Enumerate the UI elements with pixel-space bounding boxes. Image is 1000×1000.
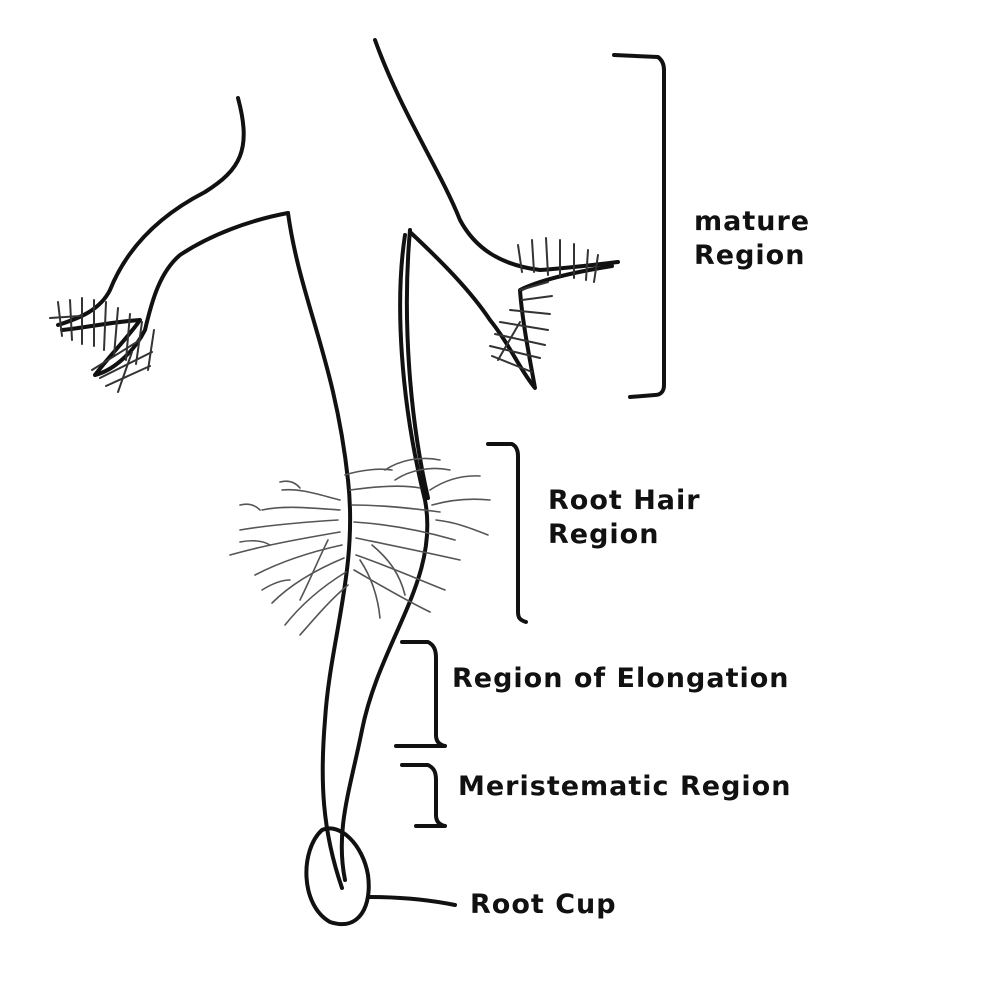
upper-left-hairs [49, 297, 155, 393]
main-root-inner-line [404, 228, 430, 500]
main-root-right-outline [339, 233, 430, 882]
label-meristematic-region: Meristematic Region [458, 771, 792, 802]
bracket-meristematic [400, 763, 447, 828]
label-region-of-elongation: Region of Elongation [452, 663, 790, 694]
bracket-root-hair [486, 442, 528, 624]
upper-right-hairs [489, 237, 599, 373]
root-cap-pointer [368, 895, 457, 907]
label-mature-line-2: Region [694, 239, 806, 271]
bracket-elongation [394, 640, 447, 748]
label-mature-line-1: mature [694, 206, 811, 237]
upper-right-branch [373, 38, 620, 272]
upper-right-branch-lower [408, 230, 614, 390]
main-root-left-outline [286, 211, 353, 890]
label-root-hair-region: Root Hair Region [548, 484, 701, 552]
root-cap-outline [304, 826, 371, 926]
label-root-hair-line-2: Region [548, 518, 660, 550]
label-root-hair-line-1: Root Hair [548, 485, 701, 516]
label-mature-region: mature Region [694, 205, 810, 273]
upper-left-branch [56, 96, 246, 327]
label-root-cap: Root Cup [470, 889, 617, 920]
bracket-mature [612, 53, 666, 399]
root-hair-region-hairs [229, 457, 491, 636]
upper-left-branch-lower [60, 211, 290, 377]
